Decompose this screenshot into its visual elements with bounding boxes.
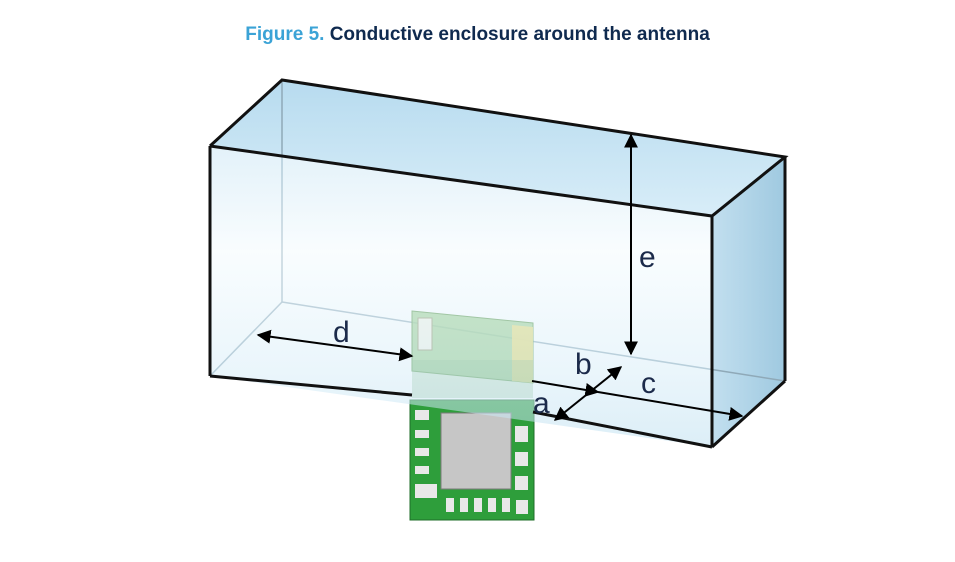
dimension-label-e: e (639, 241, 656, 274)
pcb-pad (474, 498, 482, 512)
pcb-pad (502, 498, 510, 512)
pcb-pad (415, 484, 437, 498)
pcb-module (409, 399, 535, 521)
figure-caption: Figure 5. Conductive enclosure around th… (0, 24, 955, 46)
dimension-label-c: c (641, 367, 656, 400)
pcb-pad (516, 500, 528, 514)
dimension-label-b: b (575, 348, 592, 381)
pcb-chip (440, 412, 512, 490)
pcb-pad (515, 476, 528, 490)
dimension-label-a: a (533, 387, 550, 420)
pcb-pad (515, 452, 528, 466)
pcb-pad (446, 498, 454, 512)
pcb-pad (488, 498, 496, 512)
figure-number: Figure 5. (245, 24, 325, 45)
pcb-pad (415, 410, 429, 420)
pcb-pad (415, 466, 429, 474)
dimension-arrow-b (553, 366, 623, 421)
dimension-label-d: d (333, 316, 350, 349)
pcb-pad (415, 430, 429, 438)
enclosure-edge (710, 379, 787, 449)
enclosure-side-face (712, 157, 785, 447)
dimension-arrow-c (597, 391, 744, 421)
dimension-arrow-d (256, 329, 414, 362)
pcb-pad (415, 448, 429, 456)
figure-title: Conductive enclosure around the antenna (329, 24, 710, 45)
pcb-pad (460, 498, 468, 512)
enclosure-edge (209, 374, 413, 397)
pcb-pad (515, 426, 528, 442)
enclosure-top-face (210, 80, 785, 216)
